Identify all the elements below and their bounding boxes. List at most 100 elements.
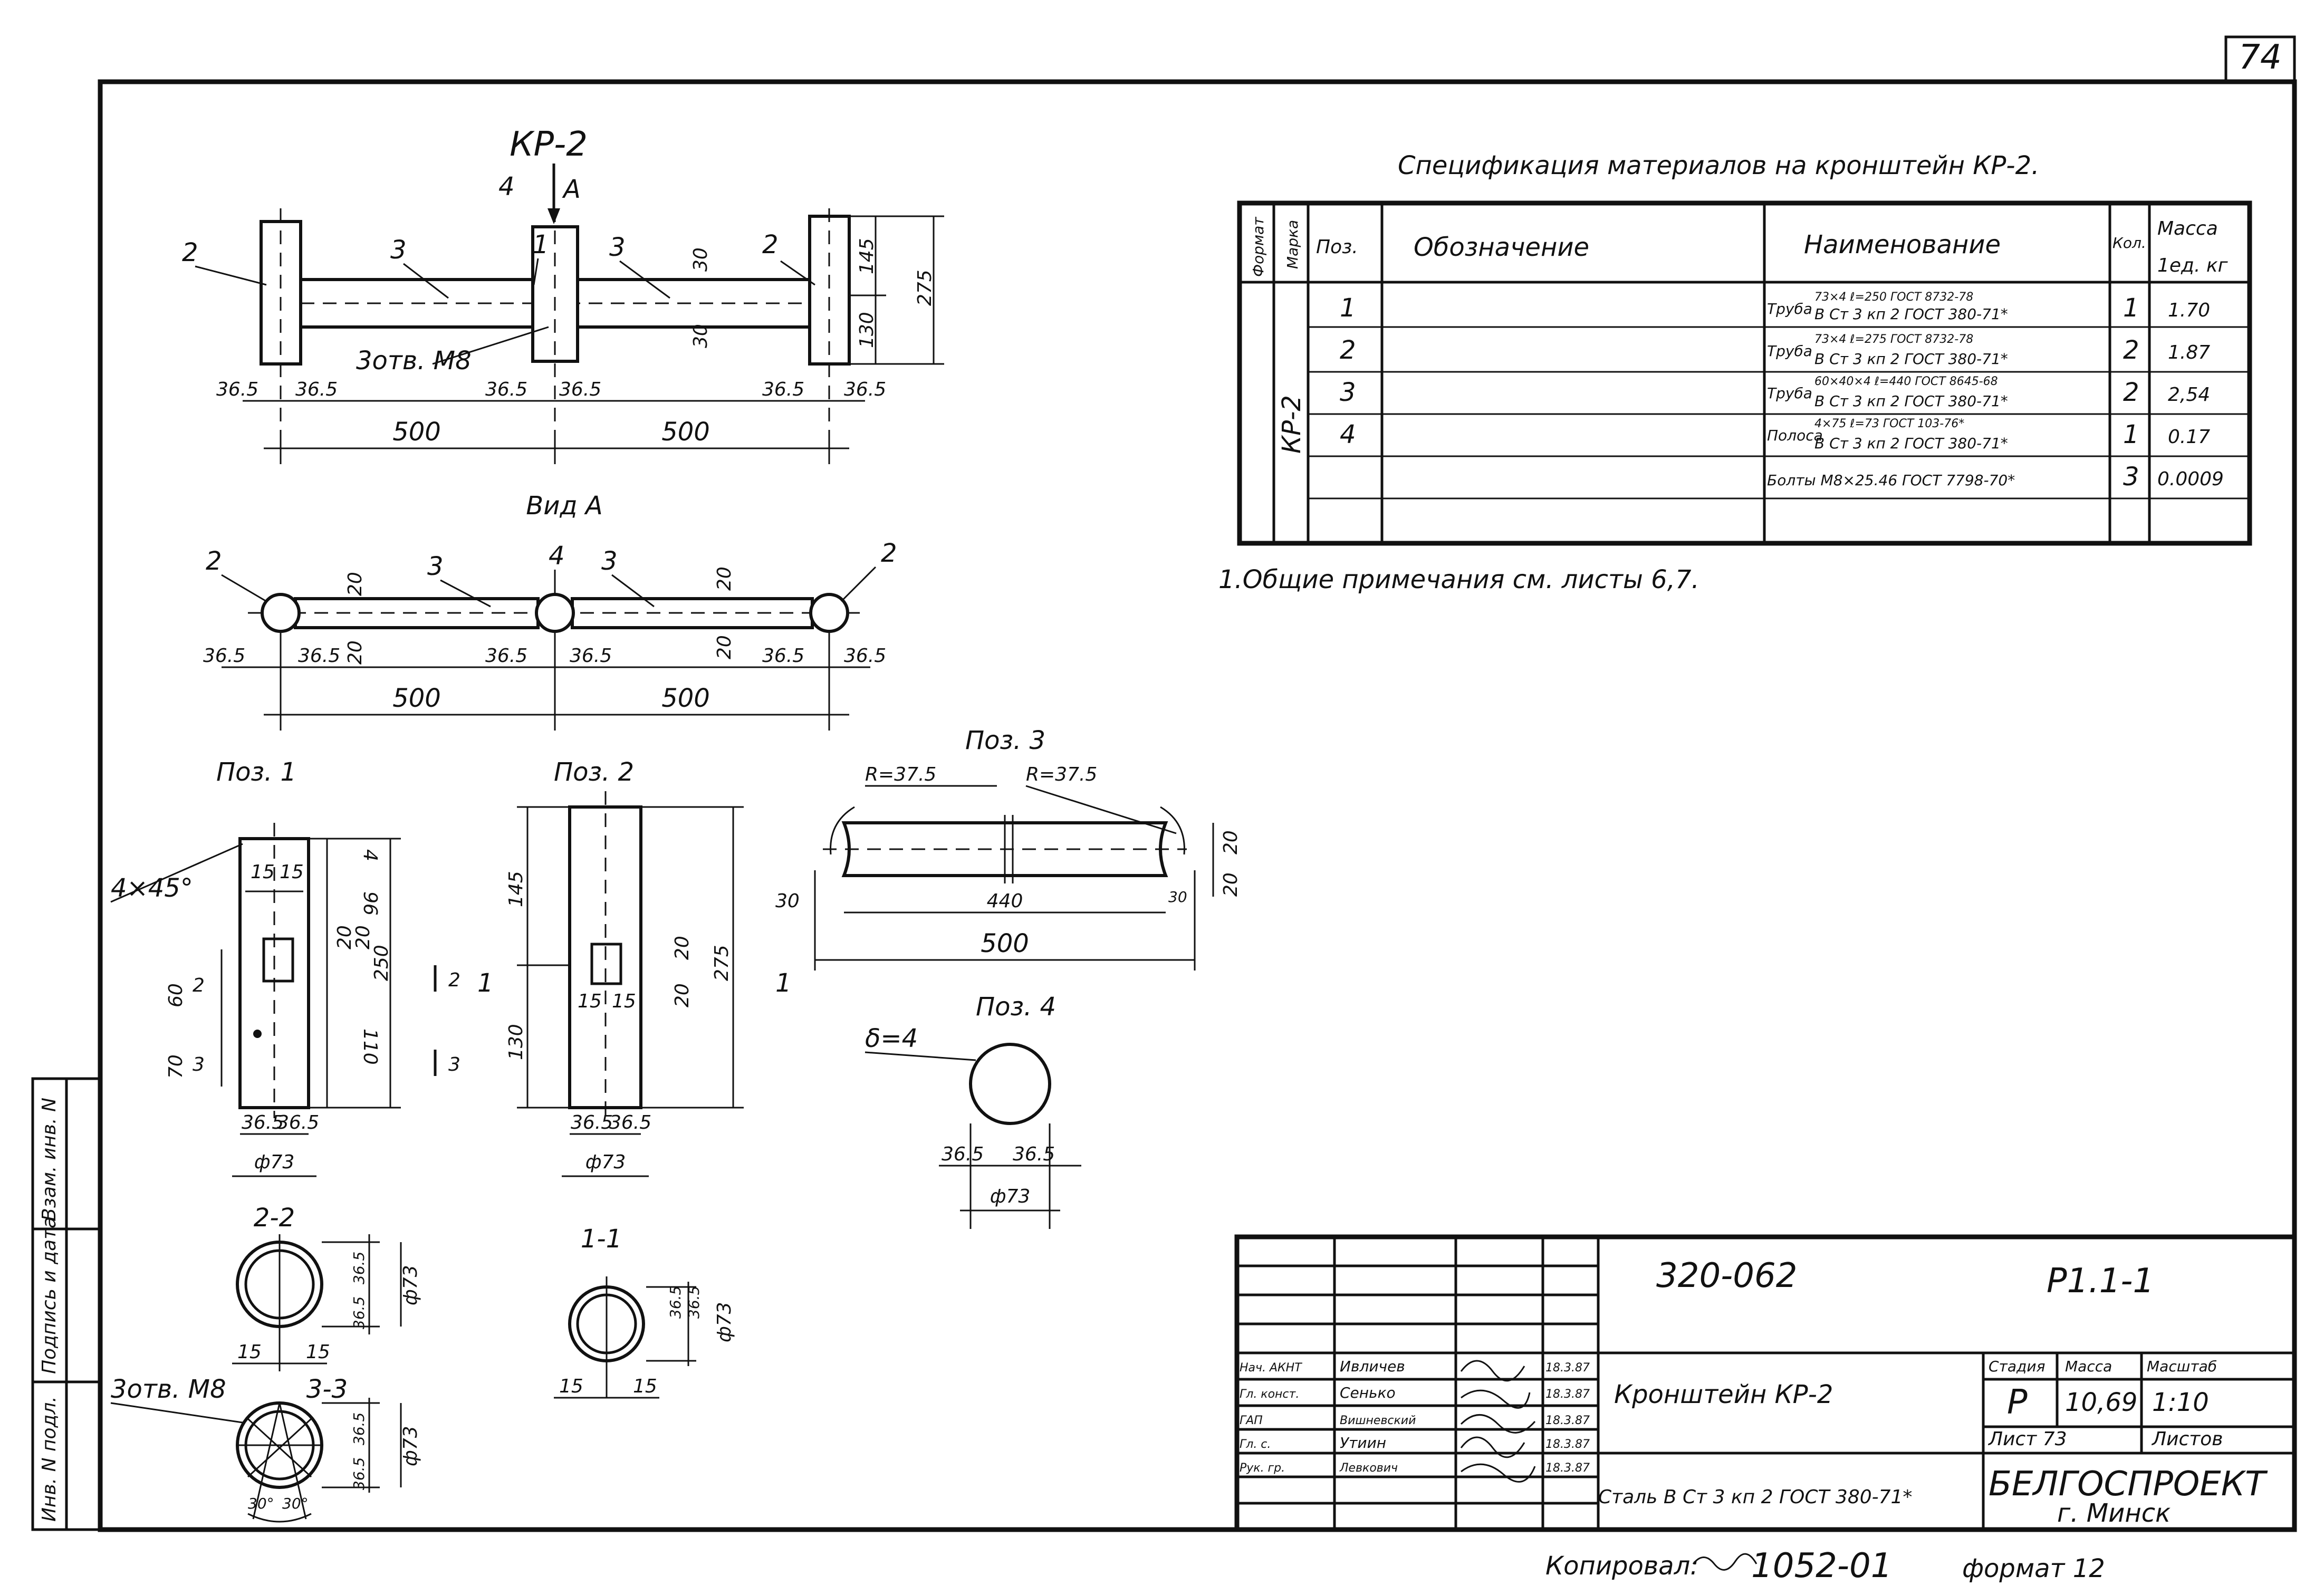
svg-text:36.5: 36.5 [298,645,340,667]
svg-text:2: 2 [193,975,205,996]
svg-text:36.5: 36.5 [844,645,886,667]
callout-2-left: 2 [182,238,198,267]
svg-text:1.87: 1.87 [2168,342,2210,363]
spec-note: 1.Общие примечания см. листы 6,7. [1218,565,1699,594]
svg-text:Поз. 1: Поз. 1 [216,757,296,787]
svg-text:R=37.5: R=37.5 [865,764,936,785]
svg-text:20: 20 [714,635,735,659]
svg-text:15: 15 [237,1341,262,1363]
table-row: 1 Труба 73×4 ℓ=250 ГОСТ 8732-78 В Ст 3 к… [1340,291,2210,323]
svg-text:Стадия: Стадия [1989,1358,2045,1375]
svg-text:Масштаб: Масштаб [2147,1358,2217,1375]
svg-text:30: 30 [1168,888,1187,906]
svg-text:36.5: 36.5 [242,1112,284,1133]
section-2-2: 2-2 36.5 36.5 ф73 15 15 [232,1203,421,1371]
svg-text:36.5: 36.5 [667,1286,684,1319]
svg-text:36.5: 36.5 [844,379,886,400]
post-center [531,225,579,363]
svg-text:15: 15 [559,1376,583,1397]
svg-text:30°: 30° [248,1495,274,1512]
spec-title: Спецификация материалов на кронштейн КР-… [1398,151,2039,180]
svg-text:20: 20 [671,936,693,960]
svg-text:3: 3 [1340,378,1356,407]
svg-text:В Ст 3 кп 2 ГОСТ 380-71*: В Ст 3 кп 2 ГОСТ 380-71* [1814,435,2008,452]
svg-text:Труба: Труба [1767,342,1812,360]
svg-text:Поз. 4: Поз. 4 [976,992,1056,1022]
svg-text:130: 130 [505,1024,527,1060]
staff-row: Гл. с. Утиин 18.3.87 [1240,1434,1590,1452]
svg-text:145: 145 [856,238,878,274]
svg-text:0.0009: 0.0009 [2157,468,2224,490]
svg-text:1: 1 [775,968,792,998]
svg-text:Копировал:: Копировал: [1545,1551,1698,1581]
view-marker: 4 [498,172,515,201]
staff-row: ГАП Вишневский 18.3.87 [1240,1414,1590,1427]
svg-text:20: 20 [1220,830,1242,854]
callout-1: 1 [533,230,549,260]
svg-text:2: 2 [2123,335,2139,365]
svg-text:3: 3 [601,546,618,576]
main-view-title: КР-2 [510,125,588,164]
table-row: 3 Труба 60×40×4 ℓ=440 ГОСТ 8645-68 В Ст … [1340,375,2210,410]
svg-text:1052-01: 1052-01 [1751,1546,1892,1586]
svg-text:Ивличев: Ивличев [1340,1358,1405,1375]
svg-text:Обозначение: Обозначение [1414,233,1589,262]
svg-text:Масса: Масса [2157,218,2218,239]
svg-text:Полоса: Полоса [1767,427,1823,444]
svg-text:73×4 ℓ=275 ГОСТ 8732-78: 73×4 ℓ=275 ГОСТ 8732-78 [1814,333,1973,346]
svg-text:15: 15 [306,1341,330,1363]
svg-text:18.3.87: 18.3.87 [1545,1462,1590,1475]
signature-scribble [1460,1360,1536,1483]
copier-signature [1692,1553,1758,1571]
svg-text:30: 30 [775,890,800,912]
svg-text:Масса: Масса [2065,1358,2112,1375]
svg-text:20: 20 [714,566,735,591]
svg-text:36.5: 36.5 [762,645,804,667]
svg-text:250: 250 [371,945,392,981]
object-name: Кронштейн КР-2 [1614,1380,1833,1409]
svg-text:20: 20 [344,572,366,596]
svg-text:36.5: 36.5 [216,379,258,400]
svg-text:500: 500 [392,684,441,713]
svg-text:1:10: 1:10 [2152,1388,2209,1417]
strip-inv-no: Инв. N подл. [39,1396,60,1522]
svg-text:20: 20 [334,925,356,949]
spec-mark-value: КР-2 [1277,395,1307,454]
svg-text:275: 275 [914,270,936,306]
svg-text:36.5: 36.5 [203,645,245,667]
svg-text:18.3.87: 18.3.87 [1545,1438,1590,1451]
doc-code: 320-062 [1656,1256,1797,1295]
svg-text:δ=4: δ=4 [865,1024,918,1053]
svg-text:Труба: Труба [1767,385,1812,402]
svg-text:Гл. с.: Гл. с. [1240,1438,1271,1451]
section-1-1: 1-1 36.5 36.5 ф73 15 15 [554,1224,735,1399]
page-number: 74 [2239,38,2281,77]
bottom-caption: Копировал: 1052-01 формат 12 [1545,1546,2105,1586]
dim-500-right: 500 [661,417,710,447]
svg-text:Кол.: Кол. [2112,234,2146,252]
svg-text:36.5: 36.5 [350,1252,368,1284]
svg-text:1: 1 [477,968,494,998]
table-row: 4 Полоса 4×75 ℓ=73 ГОСТ 103-76* В Ст 3 к… [1340,417,2210,452]
svg-text:3отв. М8: 3отв. М8 [111,1375,226,1404]
hole-note: 3отв. М8 [356,346,472,376]
svg-text:ф73: ф73 [714,1302,735,1342]
svg-text:70: 70 [165,1054,187,1079]
view-a: Вид А 2 3 4 3 2 20 20 20 20 36.5 36.5 36… [203,491,897,731]
svg-text:Поз. 3: Поз. 3 [965,726,1045,755]
svg-text:Формат: Формат [1250,217,1267,277]
org-city: г. Минск [2057,1498,2171,1528]
svg-text:130: 130 [856,312,878,348]
svg-text:Левкович: Левкович [1339,1462,1398,1475]
svg-text:4: 4 [1340,420,1356,449]
callout-2-right: 2 [762,230,779,260]
svg-text:36.5: 36.5 [1013,1144,1055,1165]
pos3-detail: Поз. 3 R=37.5 R=37.5 30 30 440 500 20 20 [775,726,1242,971]
view-a-circle-left [261,593,301,633]
svg-text:ф73: ф73 [400,1426,421,1466]
svg-text:R=37.5: R=37.5 [1026,764,1097,785]
svg-text:36.5: 36.5 [942,1144,984,1165]
svg-text:36.5: 36.5 [609,1112,651,1133]
svg-text:ф73: ф73 [400,1265,421,1305]
arrow-label: A [562,175,581,204]
